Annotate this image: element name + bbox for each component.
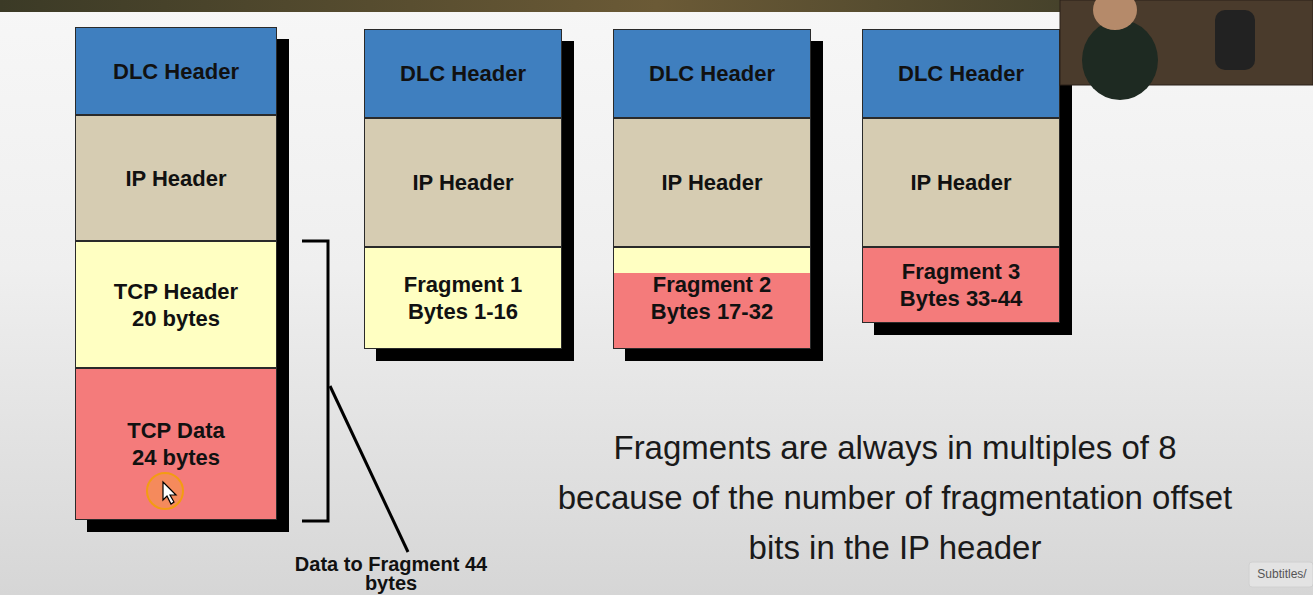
packet-field-box: IP Header	[613, 118, 811, 247]
field-label: IP Header	[910, 169, 1011, 196]
packet-field-box: DLC Header	[75, 27, 277, 115]
top-image-strip	[0, 0, 1313, 12]
field-label: Fragment 3 Bytes 33-44	[886, 258, 1036, 312]
field-label: Fragment 2 Bytes 17-32	[637, 271, 787, 325]
packet-field-box: DLC Header	[862, 29, 1060, 118]
field-label: DLC Header	[113, 58, 239, 85]
packet-field-box: IP Header	[75, 115, 277, 241]
note-text: Fragments are always in multiples of 8 b…	[555, 423, 1235, 573]
button-ground	[1249, 562, 1313, 587]
field-label: IP Header	[412, 169, 513, 196]
webcam-person	[1082, 20, 1158, 100]
field-label: DLC Header	[898, 60, 1024, 87]
subtitles-button: Subtitles/	[1252, 566, 1312, 582]
packet-field-box: TCP Data 24 bytes	[75, 368, 277, 520]
packet-field-box: IP Header	[364, 118, 562, 247]
bracket-label: Data to Fragment 44 bytes	[285, 555, 497, 593]
bracket	[302, 241, 328, 521]
packet-field-box: Fragment 3 Bytes 33-44	[862, 247, 1060, 323]
packet-field-box: DLC Header	[613, 29, 811, 118]
field-label: DLC Header	[400, 60, 526, 87]
field-label: DLC Header	[649, 60, 775, 87]
webcam-frame	[1060, 0, 1313, 85]
field-label: IP Header	[661, 169, 762, 196]
webcam-face	[1093, 0, 1137, 30]
leader-line	[330, 386, 408, 552]
packet-field-box: Fragment 2 Bytes 17-32	[613, 247, 811, 349]
webcam	[1060, 0, 1313, 85]
field-label: IP Header	[125, 165, 226, 192]
field-label: Fragment 1 Bytes 1-16	[388, 271, 538, 325]
packet-field-box: TCP Header 20 bytes	[75, 241, 277, 368]
webcam-mic	[1215, 10, 1255, 70]
packet-field-box: IP Header	[862, 118, 1060, 247]
field-label: TCP Data 24 bytes	[120, 417, 232, 471]
packet-field-box: Fragment 1 Bytes 1-16	[364, 247, 562, 349]
packet-field-box: DLC Header	[364, 29, 562, 118]
field-label: TCP Header 20 bytes	[106, 278, 246, 332]
